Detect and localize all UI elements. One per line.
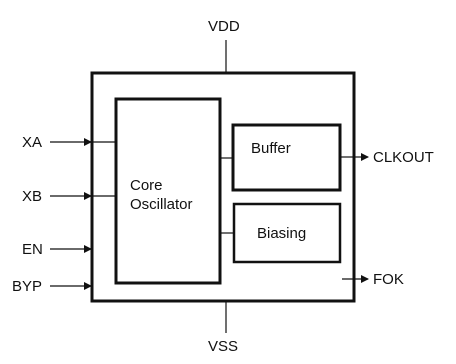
vdd-label: VDD <box>208 18 240 35</box>
core-oscillator-label-line2: Oscillator <box>130 196 193 213</box>
xb-label: XB <box>22 188 43 205</box>
vss-label: VSS <box>208 338 239 355</box>
fok-label: FOK <box>373 271 404 288</box>
xa-label: XA <box>22 134 43 151</box>
core-oscillator-label: Core Oscillator <box>130 176 193 214</box>
core-oscillator-block <box>114 97 222 285</box>
buffer-label: Buffer <box>251 140 291 157</box>
clkout-label: CLKOUT <box>373 149 434 166</box>
buffer-block <box>231 123 342 192</box>
byp-label: BYP <box>12 278 43 295</box>
core-oscillator-label-line1: Core <box>130 177 163 194</box>
en-label: EN <box>22 241 43 258</box>
biasing-label: Biasing <box>257 225 307 242</box>
chip-outline <box>90 71 356 303</box>
